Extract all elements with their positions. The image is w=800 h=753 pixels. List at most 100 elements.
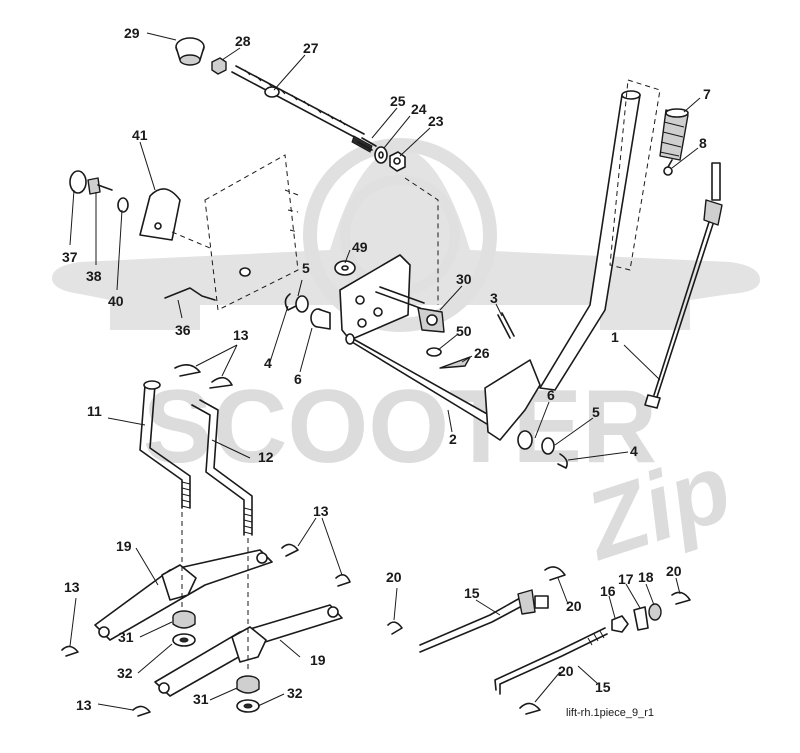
watermark: SCOOTER Zip	[52, 138, 760, 581]
callout-4-right: 4	[630, 443, 638, 459]
callout-32-upper: 32	[117, 665, 133, 681]
callout-30: 30	[456, 271, 472, 287]
frame-plate	[204, 154, 299, 311]
callout-16: 16	[600, 583, 616, 599]
jam-nut-28	[211, 57, 227, 75]
link-15-lower	[494, 627, 608, 695]
nut-31-lower	[236, 675, 260, 694]
bushing-6-left	[310, 308, 331, 330]
block-17	[633, 606, 649, 631]
callout-15-upper: 15	[464, 585, 480, 601]
callout-1: 1	[611, 329, 619, 345]
knob-29	[175, 37, 205, 66]
callout-38: 38	[86, 268, 102, 284]
callout-32-lower: 32	[287, 685, 303, 701]
leader-lines	[69, 32, 701, 711]
callout-2: 2	[449, 431, 457, 447]
callout-49: 49	[352, 239, 368, 255]
clip-4-left	[284, 293, 297, 311]
hairpin-13-top	[174, 364, 233, 389]
spring-clip-36	[164, 287, 216, 301]
handle-grip-7	[659, 108, 689, 161]
washer-5-left	[295, 295, 309, 313]
swivel-block-30	[417, 307, 445, 333]
callout-20-d: 20	[558, 663, 574, 679]
callout-24: 24	[411, 101, 427, 117]
callout-41: 41	[132, 127, 148, 143]
lift-shaft-2	[345, 333, 541, 441]
callout-36: 36	[175, 322, 191, 338]
ferrule-18	[648, 603, 662, 621]
callout-23: 23	[428, 113, 444, 129]
callout-20-b: 20	[566, 598, 582, 614]
callout-7: 7	[703, 86, 711, 102]
hairpin-20-d	[519, 702, 541, 715]
nut-16	[611, 615, 629, 633]
callouts: 29 28 27 25 24 23 7 8 41 37 38 40 49 5 3…	[62, 25, 711, 713]
callout-31-upper: 31	[118, 629, 134, 645]
hairpin-13-mid	[281, 543, 351, 587]
callout-20-c: 20	[666, 563, 682, 579]
washer-40	[117, 197, 129, 213]
callout-8: 8	[699, 135, 707, 151]
spring-25	[357, 137, 377, 151]
plug-8	[663, 159, 673, 176]
figure-reference: lift-rh.1piece_9_r1	[566, 707, 654, 719]
callout-28: 28	[235, 33, 251, 49]
callout-11: 11	[87, 403, 102, 419]
hairpin-13-left	[61, 645, 79, 657]
bushing-6-right	[517, 430, 533, 450]
callout-4-left: 4	[264, 355, 272, 371]
nut-23	[389, 151, 406, 172]
callout-17: 17	[618, 571, 634, 587]
callout-12: 12	[258, 449, 274, 465]
pin-3	[497, 312, 515, 339]
callout-13-left: 13	[64, 579, 80, 595]
lift-link-12	[191, 399, 253, 536]
clip-4-right	[557, 453, 568, 469]
callout-40: 40	[108, 293, 124, 309]
callout-27: 27	[303, 40, 319, 56]
watermark-brand: SCOOTER	[143, 369, 657, 485]
callout-37: 37	[62, 249, 78, 265]
link-15-upper	[419, 589, 549, 653]
hairpin-20-a	[387, 621, 403, 635]
control-rod-1	[644, 162, 723, 409]
nut-31-upper	[172, 610, 196, 629]
assembly-line	[171, 231, 211, 249]
callout-13-top: 13	[233, 327, 249, 343]
callout-29: 29	[124, 25, 140, 41]
callout-15-lower: 15	[595, 679, 611, 695]
callout-19-lower: 19	[310, 652, 326, 668]
hairpin-20-c	[671, 591, 691, 605]
lift-link-11	[139, 380, 191, 509]
pivot-bracket	[339, 254, 425, 341]
washer-32-upper	[172, 633, 196, 647]
assembly-line-rod	[404, 177, 439, 305]
cotter-pin-26	[439, 356, 471, 369]
washer-24	[374, 146, 388, 164]
washer-5-right	[541, 437, 555, 455]
callout-50: 50	[456, 323, 472, 339]
callout-6-right: 6	[547, 387, 555, 403]
callout-26: 26	[474, 345, 490, 361]
callout-5-right: 5	[592, 404, 600, 420]
washer-49	[334, 260, 356, 276]
callout-5-left: 5	[302, 260, 310, 276]
callout-31-lower: 31	[193, 691, 209, 707]
snap-ring-37	[69, 170, 87, 194]
callout-25: 25	[390, 93, 406, 109]
callout-18: 18	[638, 569, 654, 585]
washer-50	[426, 347, 442, 357]
callout-13-mid: 13	[313, 503, 329, 519]
bracket-41	[139, 188, 181, 241]
bolt-38	[87, 177, 113, 195]
callout-20-a: 20	[386, 569, 402, 585]
hairpin-13-bottom	[132, 705, 151, 717]
callout-3: 3	[490, 290, 498, 306]
callout-19-upper: 19	[116, 538, 132, 554]
threaded-rod-27	[231, 65, 373, 153]
hairpin-20-b	[544, 566, 566, 581]
lift-lever	[539, 79, 661, 391]
